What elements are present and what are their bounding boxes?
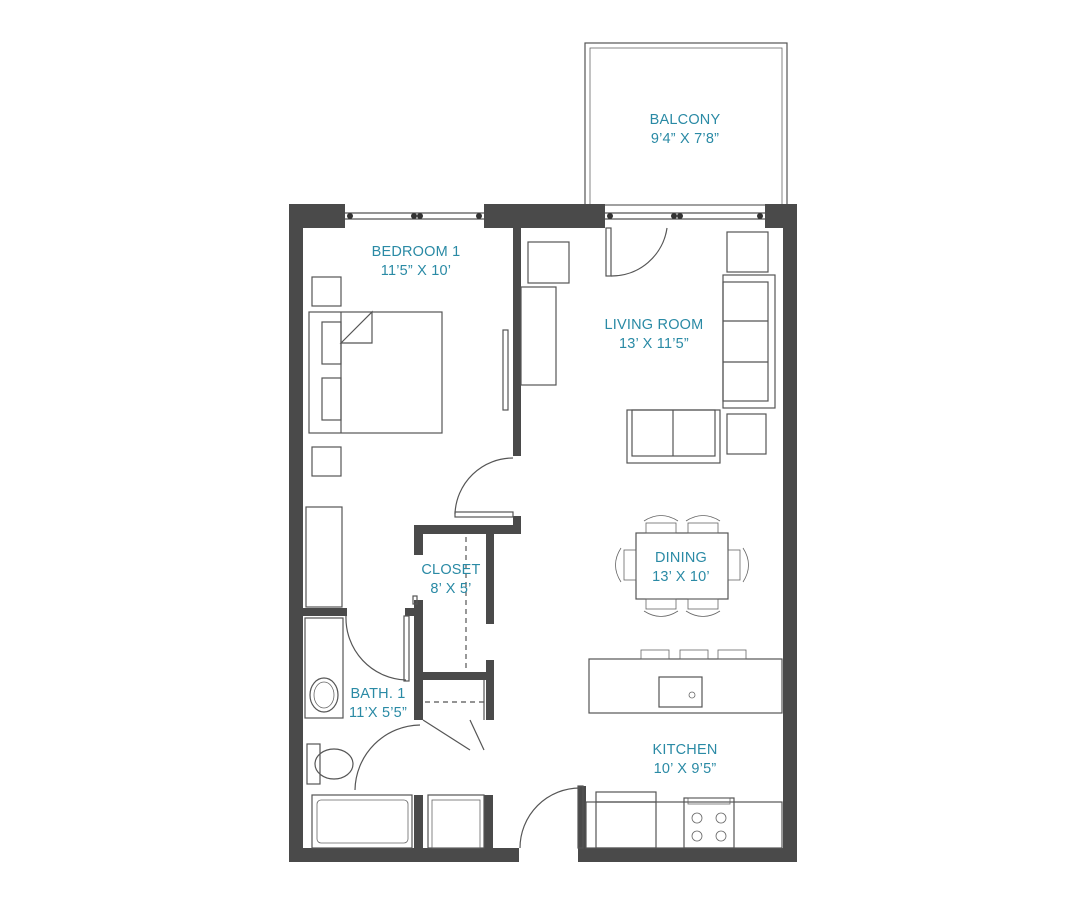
windows <box>345 212 765 220</box>
living-furniture <box>520 231 776 464</box>
bedroom-name: BEDROOM 1 <box>372 244 461 260</box>
kitchen-fixtures <box>585 649 783 849</box>
kitchen-dims: 10’ X 9’5” <box>654 761 717 777</box>
dining-name: DINING <box>655 550 707 566</box>
bedroom-dims: 11’5” X 10’ <box>381 263 451 279</box>
balcony-dims: 9’4” X 7’8” <box>651 131 719 147</box>
closet-name: CLOSET <box>421 562 480 578</box>
balcony <box>584 42 788 206</box>
bath-fixtures <box>304 617 485 849</box>
walls <box>289 204 797 862</box>
bedroom-furniture <box>305 276 509 608</box>
living-name: LIVING ROOM <box>605 317 704 333</box>
bath-name: BATH. 1 <box>350 686 405 702</box>
dining-furniture <box>615 515 749 617</box>
balcony-name: BALCONY <box>650 112 721 128</box>
bath-dims: 11’X 5’5” <box>349 705 407 721</box>
kitchen-name: KITCHEN <box>652 742 717 758</box>
room-labels: BALCONY 9’4” X 7’8” BEDROOM 1 11’5” X 10… <box>349 112 720 777</box>
doors <box>345 227 668 849</box>
closet-dims: 8’ X 5’ <box>430 581 471 597</box>
living-dims: 13’ X 11’5” <box>619 336 689 352</box>
dining-dims: 13’ X 10’ <box>652 569 710 585</box>
